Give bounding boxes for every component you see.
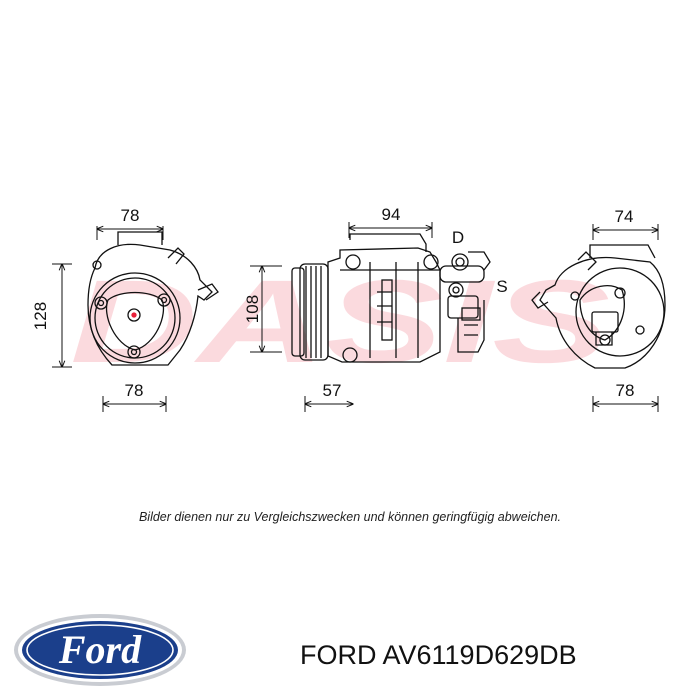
technical-drawing: DASIS 78 128 78 bbox=[31, 205, 666, 412]
disclaimer-text: Bilder dienen nur zu Vergleichszwecken u… bbox=[138, 510, 562, 524]
part-title: FORD AV6119D629DB bbox=[300, 640, 577, 670]
center-bottom-dimension: 57 bbox=[323, 381, 342, 400]
suction-port-label: S bbox=[496, 277, 507, 296]
left-bottom-dimension: 78 bbox=[125, 381, 144, 400]
left-view bbox=[87, 231, 219, 366]
center-view-dimensions: 94 108 57 D S bbox=[243, 205, 508, 412]
left-top-dimension: 78 bbox=[121, 206, 140, 225]
left-view-dimensions: 78 128 78 bbox=[31, 206, 166, 412]
left-height-dimension: 128 bbox=[31, 302, 50, 330]
right-top-dimension: 74 bbox=[615, 207, 634, 226]
ford-logo-wordmark: Ford bbox=[58, 627, 142, 672]
ford-logo: Ford bbox=[14, 614, 186, 686]
center-top-dimension: 94 bbox=[382, 205, 401, 224]
watermark: DASIS bbox=[70, 256, 610, 388]
right-view-dimensions: 74 78 bbox=[593, 207, 658, 412]
center-view bbox=[291, 233, 491, 363]
right-bottom-dimension: 78 bbox=[616, 381, 635, 400]
center-height-dimension: 108 bbox=[243, 295, 262, 323]
discharge-port-label: D bbox=[452, 228, 464, 247]
right-view bbox=[531, 244, 666, 369]
